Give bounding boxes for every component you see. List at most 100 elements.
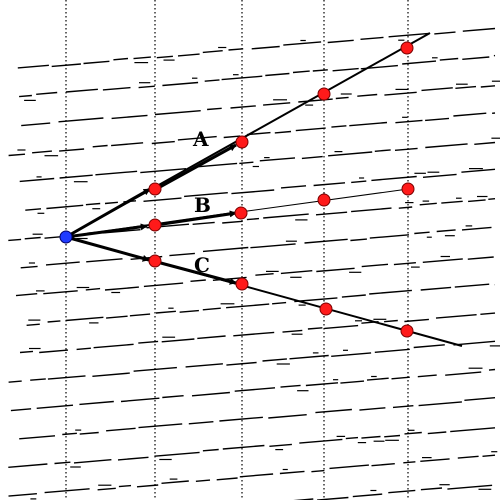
- path-a-point: [235, 135, 249, 149]
- stripe-segment: [371, 175, 417, 182]
- origin-point: [59, 230, 73, 244]
- stripe-segment: [427, 431, 447, 435]
- stripe-segment: [104, 286, 139, 291]
- stripe-segment: [106, 315, 128, 319]
- path-a-point: [317, 87, 331, 101]
- stripe-segment: [418, 401, 462, 407]
- path-b-point: [234, 206, 248, 220]
- stripe-segment: [133, 56, 151, 60]
- stripe-segment: [328, 151, 373, 157]
- stripe-segment: [474, 141, 496, 145]
- stripe-segment: [79, 431, 99, 435]
- stripe-segment: [384, 91, 417, 96]
- stripe-segment: [335, 96, 349, 100]
- stripe-segment: [58, 117, 104, 123]
- stripe-segment: [394, 147, 418, 151]
- stripe-segment: [207, 107, 222, 111]
- stripe-segment: [45, 261, 80, 266]
- path-labels: A B C: [192, 127, 211, 277]
- stripe-segment: [197, 335, 226, 340]
- stripe-segment: [255, 273, 274, 276]
- stripe-segment: [143, 282, 184, 288]
- stripe-segment: [233, 331, 275, 337]
- stripe-segment: [111, 114, 148, 120]
- stripe-segment: [20, 265, 38, 269]
- stripe-segment: [388, 32, 430, 38]
- stripe-segment: [43, 290, 78, 295]
- stripe-segment: [216, 477, 238, 481]
- stripe-segment: [388, 489, 416, 494]
- stripe-segment: [202, 448, 219, 452]
- stripe-segment: [177, 135, 217, 141]
- stripe-segment: [279, 470, 305, 475]
- stripe-segment: [230, 105, 256, 109]
- stripe-segment: [8, 493, 37, 497]
- stripe-segment: [316, 267, 355, 273]
- stripe-segment: [59, 148, 85, 152]
- stripe-segment: [138, 85, 155, 89]
- stripe-segment: [332, 67, 359, 72]
- stripe-segment: [54, 461, 71, 465]
- path-a-arrow-2: [157, 143, 237, 190]
- stripe-segment: [195, 479, 211, 482]
- stripe-segment: [202, 307, 221, 311]
- path-b-point: [148, 218, 162, 232]
- path-b-point: [401, 182, 415, 196]
- stripe-segment: [480, 85, 496, 88]
- stripe-segment: [420, 487, 443, 491]
- stripe-segment: [138, 340, 159, 344]
- stripe-segment: [280, 384, 301, 388]
- stripe-segment: [161, 480, 189, 484]
- stripe-segment: [311, 469, 325, 473]
- stripe-segment: [104, 201, 118, 205]
- stripe-segment: [307, 327, 323, 330]
- stripe-segment: [143, 197, 182, 202]
- stripe-segment: [24, 236, 41, 240]
- stripe-segment: [345, 436, 359, 440]
- stripe-segment: [26, 323, 40, 326]
- stripe-segment: [422, 173, 457, 178]
- stripe-segment: [352, 493, 383, 498]
- stripe-segment: [425, 117, 450, 122]
- stripe-segment: [251, 45, 280, 50]
- stripe-segment: [46, 204, 84, 210]
- stripe-segment: [184, 192, 228, 198]
- path-a-point: [400, 41, 414, 55]
- stripe-segment: [222, 220, 243, 224]
- stripe-segment: [228, 48, 244, 51]
- stripe-segment: [280, 270, 313, 275]
- stripe-segment: [185, 363, 223, 368]
- stripe-segment: [162, 395, 184, 399]
- stripe-segment: [95, 170, 138, 176]
- stripe-segment: [268, 414, 307, 419]
- stripe-segment: [92, 372, 130, 377]
- stripe-segment: [106, 427, 136, 432]
- stripe-segment: [93, 343, 134, 349]
- stripe-segment: [19, 94, 32, 98]
- stripe-segment: [8, 238, 22, 242]
- stripe-segment: [117, 456, 149, 461]
- stripe-segment: [461, 168, 496, 173]
- stripe-segment: [445, 371, 482, 376]
- stripe-segment: [398, 206, 413, 209]
- stripe-segment: [129, 313, 151, 317]
- stripe-segment: [457, 455, 479, 459]
- stripe-segment: [138, 423, 183, 429]
- stripe-segment: [361, 435, 381, 439]
- stripe-segment: [384, 319, 398, 323]
- stripe-segment: [156, 55, 173, 59]
- stripe-segment: [188, 421, 214, 425]
- stripe-segment: [192, 221, 215, 225]
- stripe-segment: [76, 347, 91, 351]
- stripe-segment: [25, 208, 42, 211]
- path-c-point: [400, 324, 414, 338]
- stripe-segment: [246, 217, 260, 221]
- stripe-segment: [454, 283, 490, 288]
- stripe-segment: [262, 358, 287, 362]
- stripe-segment: [357, 93, 378, 97]
- stripe-segment: [79, 400, 114, 406]
- stripe-segment: [467, 256, 494, 260]
- stripe-segment: [65, 88, 98, 93]
